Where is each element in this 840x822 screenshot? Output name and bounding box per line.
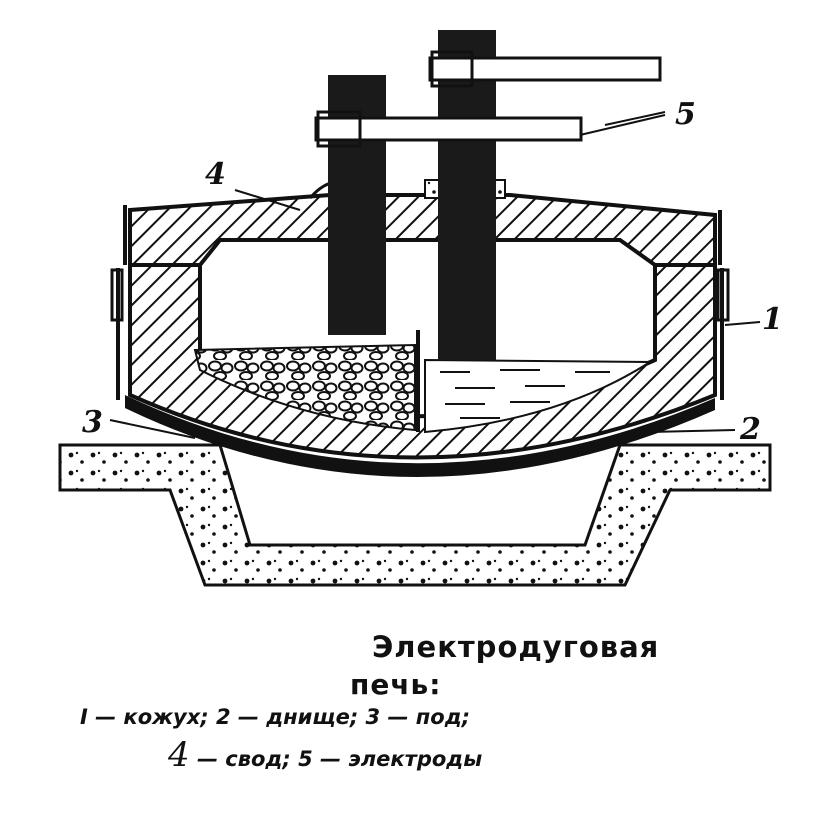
electrode-holder-lower	[314, 116, 583, 142]
callout-1: 1	[762, 302, 783, 337]
roof	[123, 179, 722, 267]
scrap-charge	[193, 343, 416, 432]
electrode-holder-upper	[428, 56, 662, 82]
callout-4: 4	[205, 157, 226, 192]
electrodes	[314, 30, 662, 360]
callout-5: 5	[675, 97, 696, 132]
foundation	[58, 443, 772, 587]
caption-legend-line-2: 4 — свод; 5 — электроды	[168, 735, 840, 775]
electrode-left	[328, 75, 386, 335]
casing	[110, 268, 730, 400]
caption-handwritten-number: 4	[168, 735, 190, 775]
caption-legend-line-1: I — кожух; 2 — днище; 3 — под;	[80, 705, 471, 729]
bottom-shell	[125, 395, 715, 478]
caption-title: Электродуговая	[372, 630, 660, 664]
callout-3: 3	[82, 405, 103, 440]
caption-subtitle: печь:	[350, 668, 442, 701]
leader-lines	[109, 111, 761, 439]
callout-2: 2	[740, 412, 761, 447]
caption-legend-line-2-text: — свод; 5 — электроды	[189, 747, 483, 771]
molten-metal	[416, 330, 654, 434]
